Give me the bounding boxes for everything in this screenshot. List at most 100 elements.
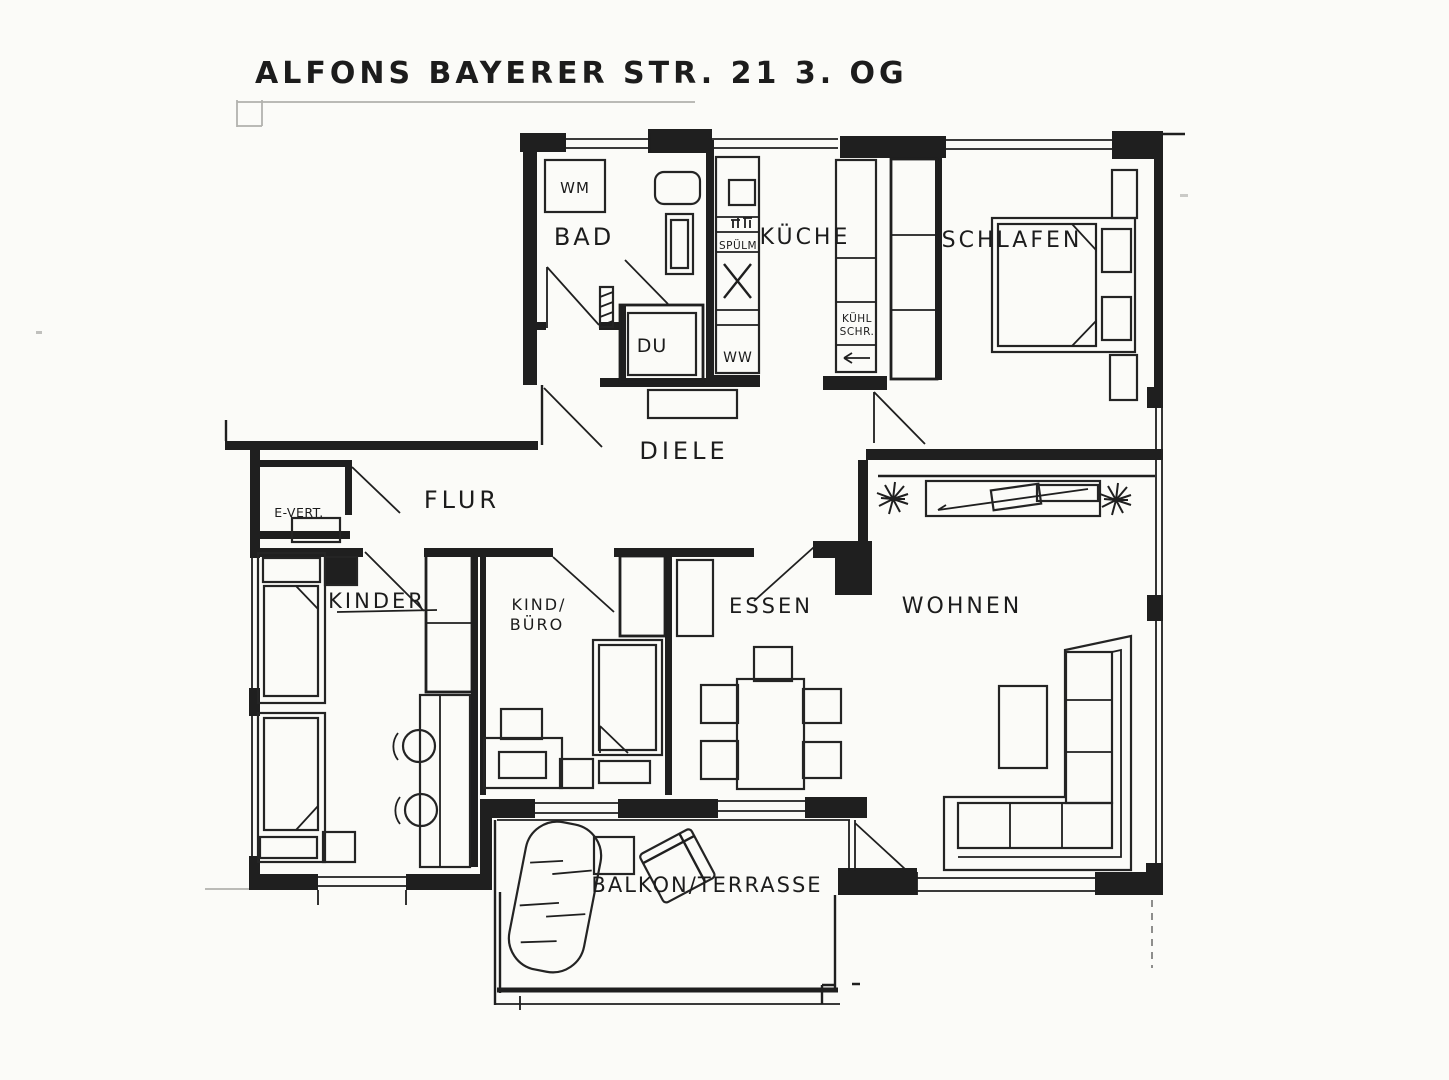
- wall-segment: [618, 799, 718, 818]
- wall-segment: [480, 799, 535, 818]
- room-label-balkon: BALKON/TERRASSE: [591, 873, 822, 897]
- pillow: [1100, 227, 1133, 274]
- window-essen: [718, 800, 805, 812]
- kinder-wardrobe: [424, 553, 474, 694]
- wall-schlafen-bottom: [866, 449, 1163, 460]
- room-label-diele: DIELE: [639, 437, 728, 465]
- room-label-kueche: KÜCHE: [760, 224, 851, 250]
- sideboard: [675, 558, 715, 638]
- shower-enclosure: [618, 303, 705, 384]
- evert-box: [290, 516, 342, 544]
- plant-icon: [1099, 482, 1132, 516]
- double-bed: [990, 216, 1137, 354]
- balkon-left-edge: [493, 820, 502, 1005]
- window-kindbuero: [535, 802, 618, 814]
- wall-pier: [249, 856, 260, 890]
- doors: [336, 259, 926, 871]
- windows: [251, 133, 1163, 905]
- label-shower: DU: [637, 335, 668, 357]
- wall-right: [1154, 140, 1163, 393]
- blanket-fold: [295, 805, 319, 831]
- wall-pier: [325, 557, 357, 585]
- label-fridge-1: KÜHL: [842, 312, 872, 325]
- wall-segment: [424, 548, 480, 557]
- window-kueche: [712, 138, 838, 149]
- blanket-fold: [599, 725, 629, 754]
- wall-segment: [406, 874, 492, 890]
- chair: [699, 739, 740, 781]
- plan-title: ALFONS BAYERER STR. 21 3. OG: [255, 56, 908, 91]
- kinder-door: [336, 551, 438, 613]
- kinder-furniture: [256, 551, 472, 869]
- wall-essen-top: [675, 548, 754, 557]
- sofa-divider: [1066, 699, 1112, 753]
- sideboard-inner: [1035, 483, 1100, 503]
- sofa-divider: [1009, 803, 1063, 848]
- balkon-right-edge: [820, 895, 860, 1004]
- dining-table: [735, 677, 806, 791]
- entry-arrow-icon: [843, 352, 870, 364]
- wall-evert-bottom: [252, 531, 350, 539]
- kitchen-counter: [714, 155, 761, 375]
- sofa-seats-v: [1064, 650, 1114, 805]
- room-label-kind-buero-2: BÜRO: [510, 615, 564, 634]
- shelf-box: [323, 555, 359, 587]
- window-schlafen: [946, 139, 1114, 150]
- room-label-flur: FLUR: [424, 486, 500, 514]
- essen-furniture: [675, 558, 843, 791]
- kueche-fixtures: [714, 155, 878, 375]
- washbasin: [653, 170, 702, 206]
- balkon-table: [592, 835, 636, 876]
- label-dishwasher: SPÜLM: [719, 239, 757, 252]
- wall-closet: [935, 158, 942, 380]
- wall-evert-top: [252, 460, 352, 467]
- toilet-inner: [669, 218, 690, 270]
- nightstand: [1110, 168, 1139, 220]
- sofa-backrest: [958, 648, 1122, 858]
- room-label-kind-buero-1: KIND/: [512, 595, 567, 614]
- schlafen-door: [873, 391, 926, 445]
- chair: [403, 792, 439, 828]
- chair-back: [394, 796, 401, 825]
- faucet-icon: [731, 217, 752, 228]
- wall-pier: [249, 688, 260, 716]
- counter-dividers: [716, 216, 759, 326]
- sideboard-decor: [937, 488, 1089, 511]
- stool: [558, 757, 595, 790]
- bed: [591, 638, 664, 757]
- coffee-table: [997, 684, 1049, 770]
- label-fridge-2: SCHR.: [840, 326, 875, 338]
- blanket-fold: [295, 585, 319, 610]
- bed-1: [256, 551, 327, 705]
- chair: [401, 728, 437, 764]
- sofa-seats-h: [956, 801, 1114, 850]
- room-labels: BAD KÜCHE SCHLAFEN DIELE FLUR KINDER KIN…: [328, 223, 1083, 897]
- wall-kindbuero-left: [480, 553, 486, 795]
- balkon-bottom-line: [495, 996, 840, 1010]
- wall-pier: [840, 136, 946, 158]
- window-kinder: [317, 876, 407, 905]
- schlafen-wardrobe: [889, 157, 939, 381]
- fridge-column: [834, 158, 878, 374]
- essen-door: [753, 546, 815, 602]
- bed-1-shelf: [261, 556, 322, 584]
- desk-inner: [497, 750, 548, 780]
- chair: [752, 645, 794, 683]
- corner-sofa: [942, 634, 1133, 872]
- wall-left: [250, 443, 260, 558]
- room-label-bad: BAD: [554, 223, 614, 251]
- fridge-dividers: [836, 257, 876, 346]
- shelf-box: [321, 830, 357, 864]
- pillow: [1100, 295, 1133, 342]
- chair-back: [392, 732, 399, 761]
- wall-bad-left: [523, 140, 537, 385]
- towel-radiator: [598, 285, 615, 329]
- wall-bad-kueche: [706, 140, 714, 385]
- wohnen-furniture: [876, 479, 1133, 872]
- balkon: [493, 819, 860, 1010]
- chair: [699, 683, 740, 725]
- wall-pier: [648, 129, 712, 153]
- wall-flur-top: [225, 441, 538, 450]
- blanket-fold: [1071, 318, 1097, 347]
- room-label-schlafen: SCHLAFEN: [942, 228, 1083, 253]
